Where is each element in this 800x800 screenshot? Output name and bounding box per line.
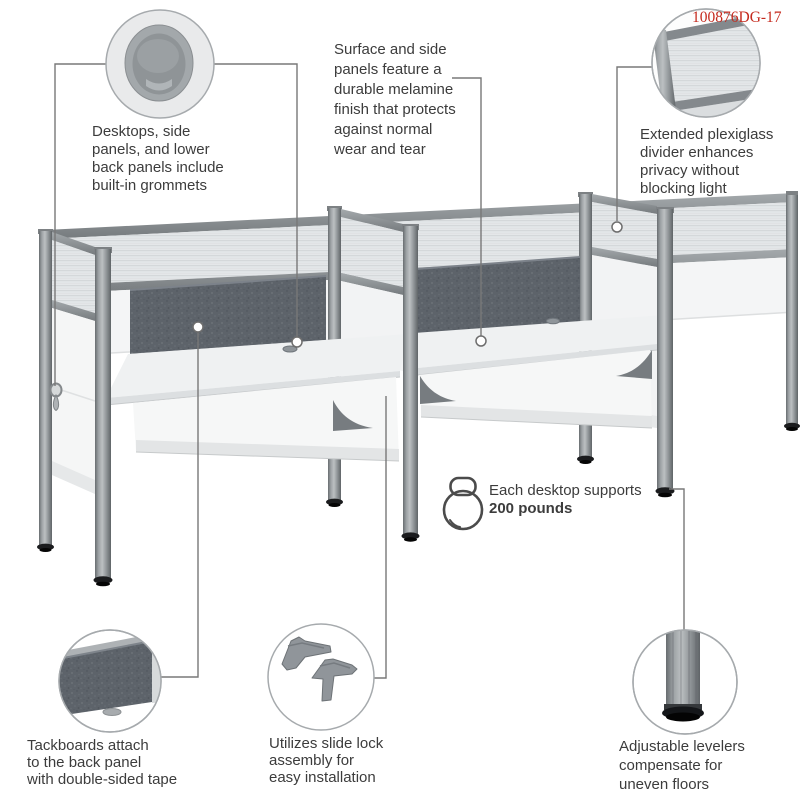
left-end-front-post (93, 247, 113, 587)
callout-line: Tackboards attach (27, 737, 149, 754)
callout-line: Utilizes slide lock (269, 735, 384, 752)
connector-markers (192, 221, 623, 348)
callout-tackboard-text: Tackboards attach to the back panel with… (27, 737, 177, 788)
left-end-panel (51, 232, 96, 494)
callout-plexiglass-text: Extended plexiglass divider enhances pri… (640, 126, 773, 198)
weight-capacity-value: 200 pounds (489, 500, 573, 517)
kettlebell-icon (442, 476, 484, 531)
leveler-detail-circle (632, 629, 738, 735)
desk-support-brackets (333, 350, 652, 431)
callout-line: Surface and side (334, 41, 447, 58)
connector-melamine (452, 77, 482, 336)
callout-line: easy installation (269, 769, 376, 786)
modesty-panel-right (419, 350, 653, 429)
callout-line: back panels include (92, 159, 224, 176)
callout-line: assembly for (269, 752, 355, 769)
center-divider-front-post (401, 224, 420, 542)
callout-line: against normal (334, 121, 433, 138)
callout-line: blocking light (640, 180, 727, 197)
callout-line: with double-sided tape (27, 771, 178, 788)
connector-levelers (669, 488, 685, 630)
callout-line: finish that protects (334, 101, 456, 118)
connector-slide-lock (374, 396, 387, 679)
callout-line: privacy without (640, 162, 740, 179)
callout-line: panels, and lower (92, 141, 210, 158)
callout-grommets-text: Desktops, side panels, and lower back pa… (92, 123, 224, 195)
product-code: 100876DG-17 (692, 9, 782, 26)
callout-line: panels feature a (334, 61, 442, 78)
grommet-detail-circle (105, 9, 215, 119)
back-wall-corner-post (784, 191, 800, 431)
callout-levelers-text: Adjustable levelers compensate for uneve… (619, 737, 745, 794)
left-end-back-post (37, 229, 54, 552)
callout-line: durable melamine (334, 81, 454, 98)
tackboard-left-desk (129, 275, 327, 354)
callout-line: Adjustable levelers (619, 738, 745, 755)
callout-line: built-in grommets (92, 177, 208, 194)
callout-line: Desktops, side (92, 123, 191, 140)
tackboard-detail-circle (58, 629, 162, 733)
callout-weight-text: Each desktop supports 200 pounds (489, 482, 642, 518)
tackboard-right-desk (415, 256, 581, 334)
callout-line: divider enhances (640, 144, 754, 161)
connector-plexiglass (616, 66, 652, 221)
callout-line: to the back panel (27, 754, 142, 771)
weight-capacity-label: Each desktop supports (489, 482, 642, 499)
modesty-panel-left (133, 377, 400, 462)
side-panel-grommet (49, 382, 63, 412)
connector-tackboard (161, 333, 199, 678)
callout-line: Extended plexiglass (640, 126, 774, 143)
slide-lock-detail-circle (267, 623, 375, 731)
callout-line: wear and tear (334, 141, 426, 158)
callout-line: compensate for (619, 757, 723, 774)
callout-slide-lock-text: Utilizes slide lock assembly for easy in… (269, 735, 383, 786)
desktop-grommet (282, 345, 298, 353)
right-end-front-post (655, 207, 675, 498)
callout-melamine-text: Surface and side panels feature a durabl… (334, 40, 456, 160)
desktop-grommet (546, 317, 560, 325)
callout-line: uneven floors (619, 776, 710, 793)
